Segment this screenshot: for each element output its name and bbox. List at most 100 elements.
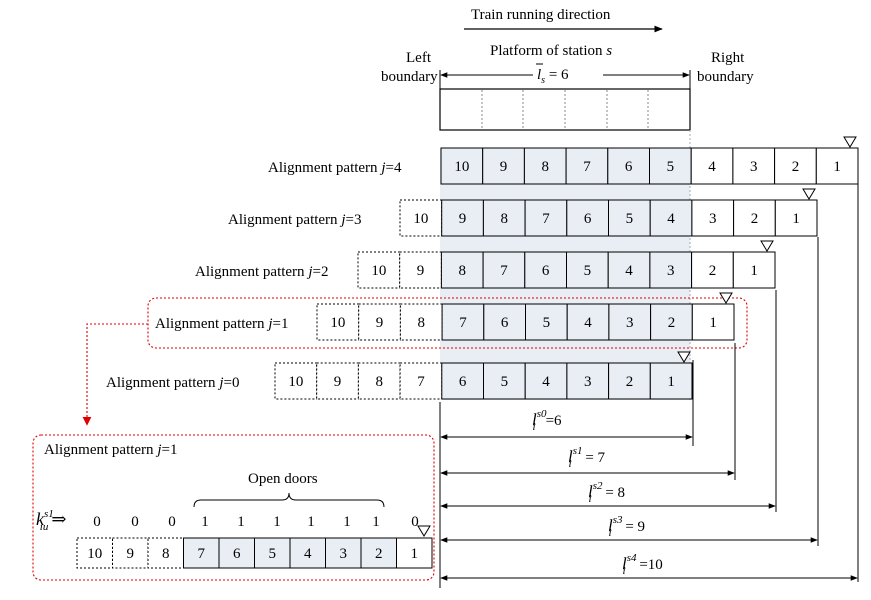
- door-value: 1: [307, 514, 315, 530]
- car-cell: [483, 362, 526, 400]
- car-cell: [399, 199, 443, 237]
- door-value: 0: [131, 514, 139, 530]
- door-value: 1: [273, 514, 281, 530]
- detail-car-cell: [289, 537, 326, 569]
- detail-car-cell: [218, 537, 255, 569]
- car-number: 6: [542, 263, 550, 279]
- car-number: 1: [833, 159, 841, 175]
- pattern-label-j4: Alignment pattern j=4: [268, 160, 402, 176]
- car-cell: [608, 362, 651, 400]
- car-cell: [733, 199, 776, 237]
- car-number: 4: [542, 374, 550, 390]
- car-cell: [732, 251, 776, 289]
- car-cell: [357, 251, 401, 289]
- detail-head-marker-icon: [417, 525, 431, 537]
- car-number: 3: [750, 159, 758, 175]
- platform-box: [439, 70, 691, 131]
- car-cell: [524, 199, 568, 237]
- car-cell: [441, 303, 485, 341]
- car-cell: [441, 362, 484, 400]
- car-number: 9: [459, 211, 467, 227]
- pattern-label-j1: Alignment pattern j=1: [155, 316, 288, 332]
- car-number: 1: [667, 374, 675, 390]
- highlight-connector: [82, 323, 148, 426]
- car-cell: [649, 251, 693, 289]
- detail-car-cell: [183, 537, 220, 569]
- pattern-label-j0: Alignment pattern j=0: [106, 375, 239, 391]
- car-cell: [565, 147, 609, 185]
- car-number: 9: [417, 263, 425, 279]
- car-cell: [774, 147, 817, 185]
- door-value: 1: [201, 514, 209, 530]
- car-number: 10: [330, 315, 345, 331]
- car-cell: [691, 251, 734, 289]
- car-cell: [650, 303, 693, 341]
- car-number: 3: [626, 315, 634, 331]
- highlight-j1-box: [147, 297, 748, 349]
- car-number: 9: [376, 315, 384, 331]
- car-cell: [649, 362, 693, 400]
- detail-car-cell: [254, 537, 291, 569]
- car-number: 6: [584, 211, 592, 227]
- detail-car-cell: [147, 537, 184, 569]
- car-cell: [607, 147, 650, 185]
- open-doors-label: Open doors: [248, 471, 318, 487]
- car-number: 2: [751, 211, 759, 227]
- car-cell: [482, 251, 526, 289]
- detail-car-number: 10: [87, 546, 102, 562]
- detail-title: Alignment pattern j=1: [44, 442, 177, 458]
- car-cell: [357, 362, 401, 400]
- car-cell: [566, 362, 610, 400]
- car-cell: [607, 251, 651, 289]
- head-marker-icon: [719, 292, 733, 304]
- car-cell: [815, 147, 859, 185]
- platform-length-label: ls = 6: [537, 67, 569, 86]
- detail-car-number: 5: [269, 546, 277, 562]
- length-measurements: [439, 184, 859, 588]
- car-number: 3: [667, 263, 675, 279]
- car-number: 2: [792, 159, 800, 175]
- head-marker-icon: [677, 351, 691, 363]
- car-number: 1: [750, 263, 758, 279]
- door-value: 1: [372, 514, 380, 530]
- detail-car-cell: [325, 537, 362, 569]
- car-number: 1: [792, 211, 800, 227]
- car-number: 6: [459, 374, 467, 390]
- detail-car-number: 3: [340, 546, 348, 562]
- car-cell: [524, 362, 568, 400]
- car-number: 10: [288, 374, 303, 390]
- detail-car-cell: [396, 537, 433, 569]
- detail-car-number: 4: [304, 546, 312, 562]
- car-cell: [523, 147, 567, 185]
- head-marker-icon: [760, 240, 774, 252]
- car-number: 7: [583, 159, 591, 175]
- car-number: 8: [542, 159, 550, 175]
- car-number: 5: [667, 159, 675, 175]
- car-number: 7: [500, 263, 508, 279]
- detail-car-number: 1: [411, 546, 419, 562]
- detail-car-cell: [76, 537, 113, 569]
- car-number: 4: [584, 315, 592, 331]
- car-number: 3: [584, 374, 592, 390]
- car-number: 4: [667, 211, 675, 227]
- car-cell: [316, 303, 360, 341]
- car-number: 7: [542, 211, 550, 227]
- car-cell: [691, 199, 735, 237]
- head-marker-icon: [802, 188, 816, 200]
- detail-car-cell: [360, 537, 397, 569]
- car-number: 5: [584, 263, 592, 279]
- car-cell: [566, 303, 610, 341]
- left-boundary-label-2: boundary: [381, 69, 438, 85]
- car-number: 8: [459, 263, 467, 279]
- detail-car-number: 2: [375, 546, 383, 562]
- car-cell: [399, 362, 443, 400]
- car-number: 8: [501, 211, 509, 227]
- car-cell: [358, 303, 401, 341]
